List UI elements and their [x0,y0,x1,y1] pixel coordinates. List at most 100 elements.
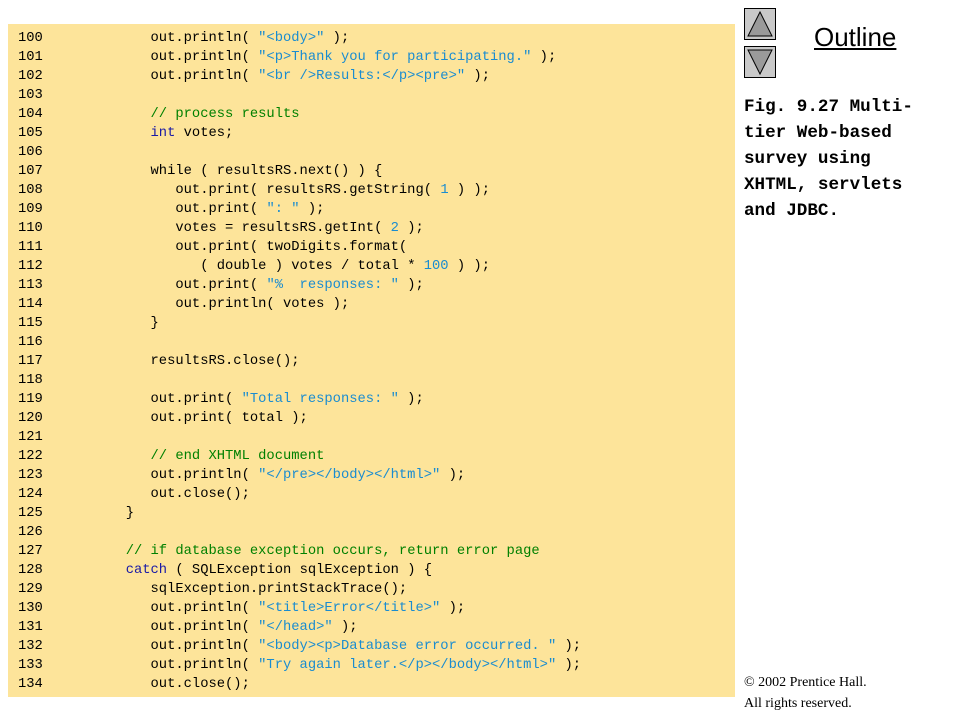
line-number: 110 [18,221,43,236]
code-token: out.print( total ); [150,411,308,426]
line-number: 129 [18,582,43,597]
code-token: 100 [423,259,449,274]
line-number: 116 [18,335,43,350]
code-token: "<br />Results:</p><pre>" [258,69,466,84]
caption-line: tier Web-based [744,123,892,143]
code-token: // process results [150,107,300,122]
code-token: out.println( [150,601,259,616]
line-number: 131 [18,620,43,635]
code-token: ); [299,202,325,217]
code-text: while ( resultsRS.next() ) { [76,162,383,181]
code-text: out.print( "% responses: " ); [76,276,424,295]
line-number: 118 [18,373,43,388]
next-slide-button[interactable] [744,46,776,78]
code-token: sqlException.printStackTrace(); [150,582,408,597]
line-number: 113 [18,278,43,293]
line-number: 128 [18,563,43,578]
code-token: ); [332,620,358,635]
line-number: 114 [18,297,43,312]
code-text: out.print( total ); [76,409,308,428]
code-token: resultsRS.close(); [150,354,300,369]
code-token: "</pre></body></html>" [258,468,441,483]
line-number: 100 [18,31,43,46]
code-text [76,143,126,162]
code-text: out.println( "<br />Results:</p><pre>" )… [76,67,490,86]
code-text [76,86,126,105]
code-text: out.println( "<body><p>Database error oc… [76,637,582,656]
code-token: out.print( [150,392,242,407]
code-token: "<title>Error</title>" [258,601,441,616]
code-token: 2 [390,221,399,236]
code-token: out.println( [150,69,259,84]
line-number: 133 [18,658,43,673]
code-token: ) ); [448,183,490,198]
code-text: catch ( SQLException sqlException ) { [76,561,432,580]
triangle-down-icon [747,49,773,76]
code-token: ); [398,278,424,293]
code-text: out.println( "</pre></body></html>" ); [76,466,466,485]
code-text: out.print( ": " ); [76,200,324,219]
line-number: 107 [18,164,43,179]
triangle-up-icon [747,10,773,37]
code-text [76,333,126,352]
code-token: } [150,316,159,331]
code-text [76,371,126,390]
caption-line: survey using [744,149,871,169]
code-token: ); [556,658,582,673]
code-text: out.print( "Total responses: " ); [76,390,424,409]
line-number: 109 [18,202,43,217]
code-token: out.println( [150,50,259,65]
code-text: // end XHTML document [76,447,325,466]
caption-line: XHTML, servlets [744,175,903,195]
caption-line: and JDBC. [744,201,840,221]
code-token: votes = resultsRS.getInt( [175,221,391,236]
code-token: out.println( [150,620,259,635]
line-number: 102 [18,69,43,84]
line-number: 120 [18,411,43,426]
code-text: // if database exception occurs, return … [76,542,540,561]
code-text: out.println( "<body>" ); [76,29,350,48]
code-token: ) ); [448,259,490,274]
code-token: out.close(); [150,677,250,692]
code-text: out.println( "<p>Thank you for participa… [76,48,557,67]
line-number: 127 [18,544,43,559]
line-number: 105 [18,126,43,141]
line-number: 115 [18,316,43,331]
code-token: ( double ) votes / total * [200,259,424,274]
code-token: ); [440,601,466,616]
code-token: "<body><p>Database error occurred. " [258,639,557,654]
code-text [76,428,126,447]
code-text: out.println( votes ); [76,295,349,314]
code-token: "Total responses: " [241,392,399,407]
code-token: ": " [266,202,300,217]
code-text: } [76,314,159,333]
line-number: 122 [18,449,43,464]
code-token: out.println( [150,658,259,673]
line-number: 106 [18,145,43,160]
code-token: "Try again later.</p></body></html>" [258,658,557,673]
code-text: ( double ) votes / total * 100 ) ); [76,257,490,276]
outline-link[interactable]: Outline [814,22,897,52]
line-number: 126 [18,525,43,540]
line-number: 108 [18,183,43,198]
code-text: resultsRS.close(); [76,352,300,371]
code-token: // if database exception occurs, return … [125,544,540,559]
code-text: out.print( twoDigits.format( [76,238,407,257]
line-number: 132 [18,639,43,654]
caption-line: Fig. 9.27 Multi- [744,97,913,117]
copyright-line: © 2002 Prentice Hall. [744,675,867,690]
line-number: 123 [18,468,43,483]
copyright-line: All rights reserved. [744,696,852,711]
code-token: ); [531,50,557,65]
code-token: "</head>" [258,620,333,635]
previous-slide-button[interactable] [744,8,776,40]
code-text: int votes; [76,124,234,143]
figure-caption: Fig. 9.27 Multi- tier Web-based survey u… [744,94,956,224]
code-token: out.println( [150,31,259,46]
code-text: out.println( "Try again later.</p></body… [76,656,582,675]
line-number: 104 [18,107,43,122]
code-token: out.print( [175,202,267,217]
code-token: // end XHTML document [150,449,325,464]
line-number: 112 [18,259,43,274]
line-number: 121 [18,430,43,445]
